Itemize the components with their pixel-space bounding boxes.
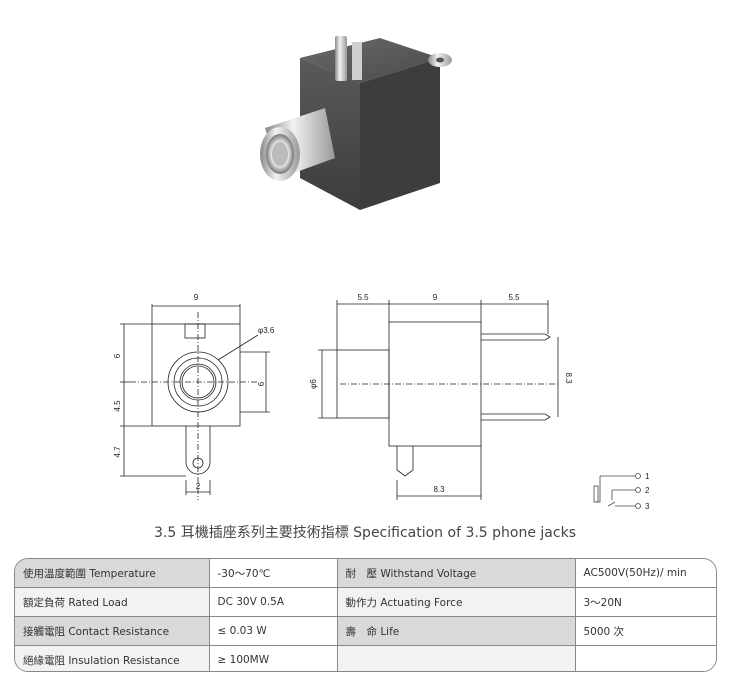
front-view-drawing — [120, 304, 270, 500]
front-bottom-height-dim: 4.5 — [113, 400, 122, 412]
spec-title: 3.5 耳機插座系列主要技術指標 Specification of 3.5 ph… — [154, 525, 576, 541]
side-barrel-dia-dim: φ6 — [309, 379, 318, 389]
spec-value: 3～20N — [574, 587, 716, 617]
pin-schematic — [593, 473, 641, 509]
spec-value: 5000 次 — [574, 616, 716, 646]
pin-3-label: 3 — [645, 502, 650, 510]
spec-label — [336, 645, 575, 671]
front-right-height-dim: 6 — [257, 381, 266, 386]
spec-label: 絕緣電阻 Insulation Resistance — [15, 645, 209, 671]
spec-row: 使用溫度範圍 Temperature -30～70℃ 耐 壓 Withstand… — [15, 559, 716, 588]
spec-value: -30～70℃ — [208, 559, 337, 588]
spec-row: 絕緣電阻 Insulation Resistance ≥ 100MW — [15, 645, 716, 671]
side-middle-dim: 9 — [433, 293, 438, 302]
spec-value: ≥ 100MW — [208, 645, 337, 671]
spec-label: 接觸電阻 Contact Resistance — [15, 616, 209, 646]
spec-label: 使用溫度範圍 Temperature — [15, 559, 209, 588]
spec-row: 接觸電阻 Contact Resistance ≤ 0.03 W 壽 命 Lif… — [15, 616, 716, 646]
side-view-drawing — [318, 300, 560, 500]
spec-value: DC 30V 0.5A — [208, 587, 337, 617]
dimension-drawings: 9 φ3.6 6 4.5 6 4.7 2 5.5 9 5.5 φ6 8.3 8.… — [113, 293, 650, 510]
side-pin-spacing-dim: 8.3 — [564, 372, 573, 384]
front-lug-height-dim: 4.7 — [113, 446, 122, 458]
side-left-dim: 5.5 — [357, 293, 369, 302]
spec-label: 耐 壓 Withstand Voltage — [336, 559, 575, 588]
spec-value: AC500V(50Hz)/ min — [574, 559, 716, 588]
spec-label: 額定負荷 Rated Load — [15, 587, 209, 617]
pin-2-label: 2 — [645, 486, 650, 495]
spec-label: 動作力 Actuating Force — [336, 587, 575, 617]
spec-value: ≤ 0.03 W — [208, 616, 337, 646]
front-hole-dia-dim: φ3.6 — [258, 326, 275, 335]
spec-row: 額定負荷 Rated Load DC 30V 0.5A 動作力 Actuatin… — [15, 587, 716, 617]
side-right-dim: 5.5 — [508, 293, 520, 302]
spec-label: 壽 命 Life — [336, 616, 575, 646]
front-lug-width-dim: 2 — [196, 482, 201, 491]
spec-value — [574, 645, 716, 671]
side-bottom-dim: 8.3 — [433, 485, 445, 494]
pin-1-label: 1 — [645, 472, 650, 481]
spec-table: 使用溫度範圍 Temperature -30～70℃ 耐 壓 Withstand… — [14, 558, 717, 672]
front-width-dim: 9 — [194, 293, 199, 302]
jack-product-photo — [260, 36, 452, 210]
front-top-height-dim: 6 — [113, 353, 122, 358]
